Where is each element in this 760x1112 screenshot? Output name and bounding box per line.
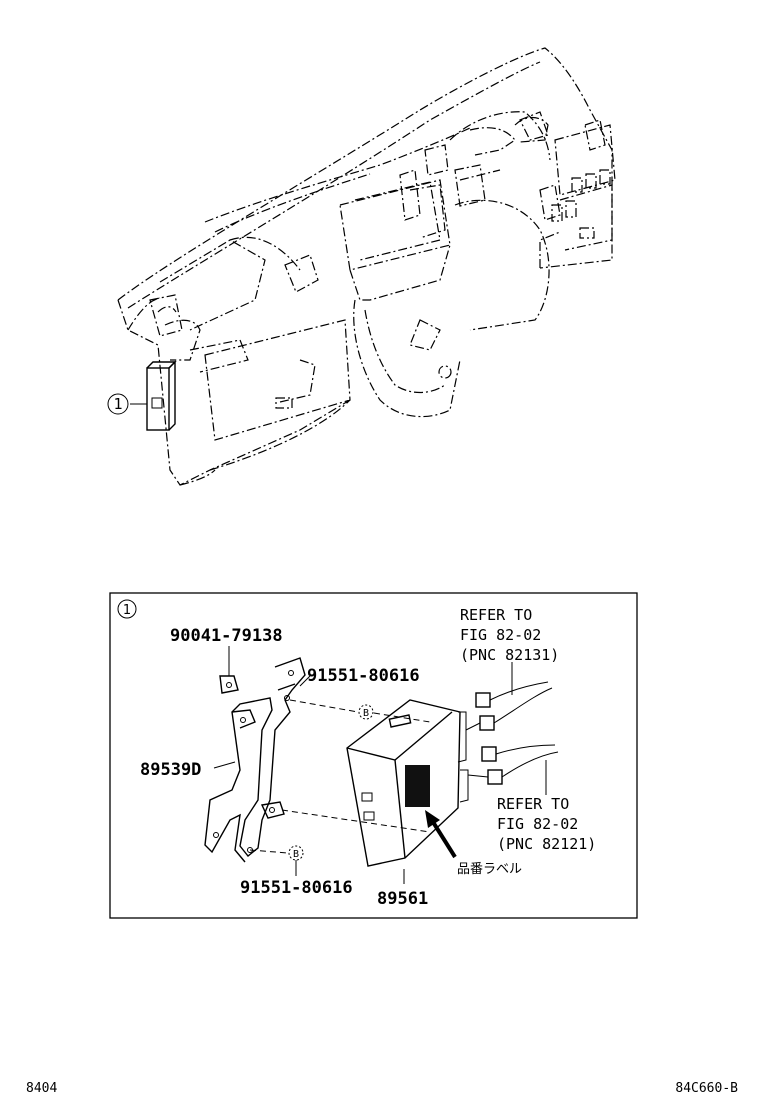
- bolt-top-part-number: 91551-80616: [307, 666, 420, 686]
- bracket-part: [204, 657, 306, 863]
- refer-bottom-line1: REFER TO: [497, 795, 569, 813]
- detail-callout-number: 1: [123, 603, 131, 618]
- callout-number: 1: [113, 395, 122, 413]
- dashboard-drawing: [117, 47, 616, 486]
- refer-bottom-line3: (PNC 82121): [497, 835, 596, 853]
- label-note: 品番ラベル: [457, 862, 522, 877]
- bolt-bottom-part-number: 91551-80616: [240, 878, 353, 898]
- detail-frame: [109, 592, 638, 919]
- bolt-top-marker: [358, 704, 374, 720]
- connector-bottom: [467, 744, 559, 795]
- bracket-part-number: 89539D: [140, 760, 201, 780]
- bolt-bottom-marker: [288, 845, 304, 861]
- refer-top-line3: (PNC 82131): [460, 646, 559, 664]
- bolt-top-marker-letter: B: [363, 708, 369, 719]
- refer-top-line1: REFER TO: [460, 606, 532, 624]
- ecu-label-area: [405, 765, 430, 807]
- refer-bottom-line2: FIG 82-02: [497, 815, 578, 833]
- callout-circle: [107, 393, 129, 415]
- ecu-part: [346, 699, 469, 867]
- label-arrow: [425, 810, 457, 859]
- footer-left-code: 8404: [26, 1081, 57, 1096]
- ecu-part-number: 89561: [377, 889, 428, 909]
- clip-part: [219, 646, 239, 694]
- refer-top-line2: FIG 82-02: [460, 626, 541, 644]
- connector-top: [465, 662, 553, 731]
- clip-part-number: 90041-79138: [170, 626, 283, 646]
- ecu-location: 1: [107, 360, 177, 431]
- footer-right-code: 84C660-B: [675, 1081, 738, 1096]
- detail-callout-circle: [117, 599, 137, 619]
- bolt-bottom-marker-letter: B: [293, 849, 299, 860]
